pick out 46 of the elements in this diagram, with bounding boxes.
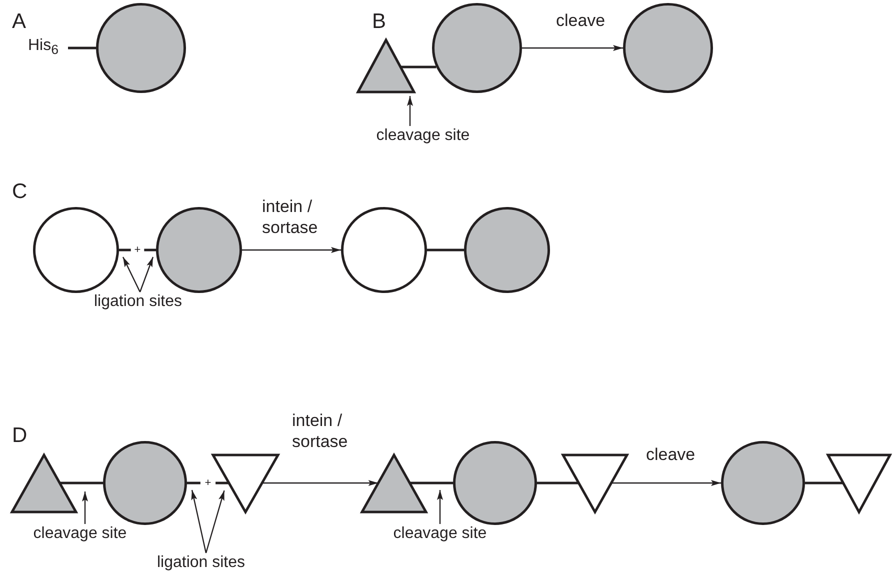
leader-arrow — [82, 492, 88, 524]
reaction-arrow — [262, 480, 378, 486]
domain-triangle — [362, 455, 426, 512]
domain-triangle — [12, 455, 76, 512]
annotation-text: cleavage site — [384, 524, 496, 544]
protein-circle — [33, 207, 119, 293]
panel-letter: A — [12, 10, 26, 34]
protein-circle — [432, 3, 522, 93]
protein-circle — [103, 441, 187, 525]
protein-circle — [341, 207, 427, 293]
annotation-text: ligation sites — [84, 292, 192, 312]
annotation-text: cleavage site — [24, 524, 136, 544]
reaction-arrow — [522, 45, 623, 51]
domain-triangle — [563, 455, 627, 512]
protein-circle — [623, 3, 713, 93]
protein-circle — [453, 441, 537, 525]
protein-circle — [96, 3, 186, 93]
panel-letter: C — [12, 180, 28, 204]
leader-arrow — [437, 490, 443, 524]
leader-arrow — [407, 96, 413, 126]
leader-arrow — [139, 256, 154, 292]
linker-line — [60, 482, 103, 484]
linker-line — [537, 482, 579, 484]
leader-arrow — [205, 490, 225, 554]
linker-line — [805, 482, 844, 484]
linker-line — [187, 482, 229, 484]
reaction-arrow — [611, 480, 721, 486]
reaction-arrow — [242, 247, 341, 253]
protein-circle — [156, 207, 242, 293]
panel-letter: B — [372, 10, 386, 34]
domain-triangle — [213, 455, 278, 512]
linker-line — [68, 46, 96, 50]
protein-circle — [464, 207, 550, 293]
linker-line — [400, 66, 436, 68]
leader-arrow — [122, 256, 141, 292]
domain-triangle — [828, 455, 890, 512]
protein-circle — [721, 441, 805, 525]
linker-line — [410, 482, 453, 484]
linker-line — [119, 248, 156, 252]
panel-letter: D — [12, 424, 28, 448]
tag-label: His$_{6}$ — [28, 36, 68, 60]
annotation-text: cleavage site — [371, 126, 475, 146]
leader-arrow — [191, 490, 207, 554]
linker-line — [427, 248, 464, 252]
domain-triangle — [358, 40, 414, 92]
annotation-text: ligation sites — [147, 553, 255, 573]
